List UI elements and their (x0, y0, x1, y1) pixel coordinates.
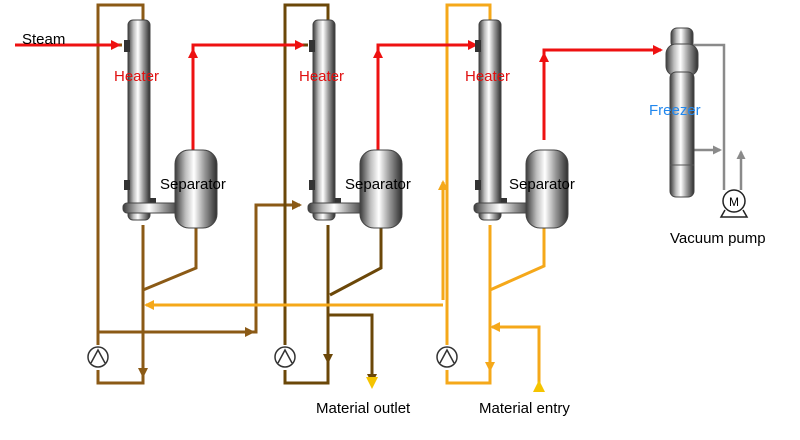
material-entry-label: Material entry (479, 400, 570, 417)
heater-2-label: Heater (299, 68, 344, 85)
steam-vapor-lines (15, 40, 663, 150)
vacuum-pump (719, 189, 749, 218)
material-outlet-label: Material outlet (316, 400, 411, 417)
circulation-pump-icon (436, 346, 458, 368)
separator-1 (174, 149, 218, 229)
separator-1-label: Separator (160, 176, 226, 193)
heater-3 (473, 19, 533, 221)
material-outlet-marker (366, 377, 378, 389)
heater-1 (122, 19, 182, 221)
separator-3 (525, 149, 569, 229)
pump-1 (87, 346, 109, 368)
freezer-label: Freezer (649, 102, 701, 119)
circulation-pump-icon (87, 346, 109, 368)
heater-2 (307, 19, 367, 221)
separator-2-label: Separator (345, 176, 411, 193)
heater-3-label: Heater (465, 68, 510, 85)
steam-label: Steam (22, 31, 65, 48)
heater-1-label: Heater (114, 68, 159, 85)
stage1-liquid-lines (96, 3, 302, 385)
motor-label: M (729, 195, 739, 209)
material-entry-marker (533, 380, 545, 392)
vacuum-motor-icon (722, 189, 746, 213)
pump-3 (436, 346, 458, 368)
separator-2 (359, 149, 403, 229)
freezer (665, 27, 699, 198)
vacuum-pump-label: Vacuum pump (670, 230, 766, 247)
stage3-liquid-lines (144, 3, 546, 388)
separator-3-label: Separator (509, 176, 575, 193)
vacuum-lines (690, 43, 746, 190)
circulation-pump-icon (274, 346, 296, 368)
pump-2 (274, 346, 296, 368)
